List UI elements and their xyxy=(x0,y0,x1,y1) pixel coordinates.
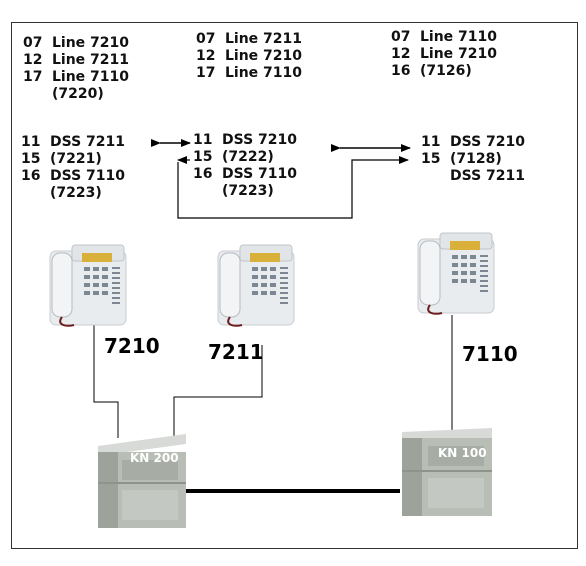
telephone-7210 xyxy=(49,244,127,327)
wire-7210 xyxy=(93,325,119,438)
phone-ext-label-7211: 7211 xyxy=(208,340,264,364)
node-label-kn200: KN 200 xyxy=(130,451,179,465)
telephone-7110 xyxy=(417,232,495,315)
telephone-7211 xyxy=(217,244,295,327)
arrow-dss-1-3 xyxy=(177,156,409,219)
wire-7211 xyxy=(173,345,263,438)
phone-ext-label-7210: 7210 xyxy=(104,334,160,358)
phone-ext-label-7110: 7110 xyxy=(462,342,518,366)
diagram-frame xyxy=(11,22,578,549)
kn100-cabinet xyxy=(402,428,492,516)
kn200-cabinet xyxy=(98,434,186,528)
node-label-kn100: KN 100 xyxy=(438,446,487,460)
